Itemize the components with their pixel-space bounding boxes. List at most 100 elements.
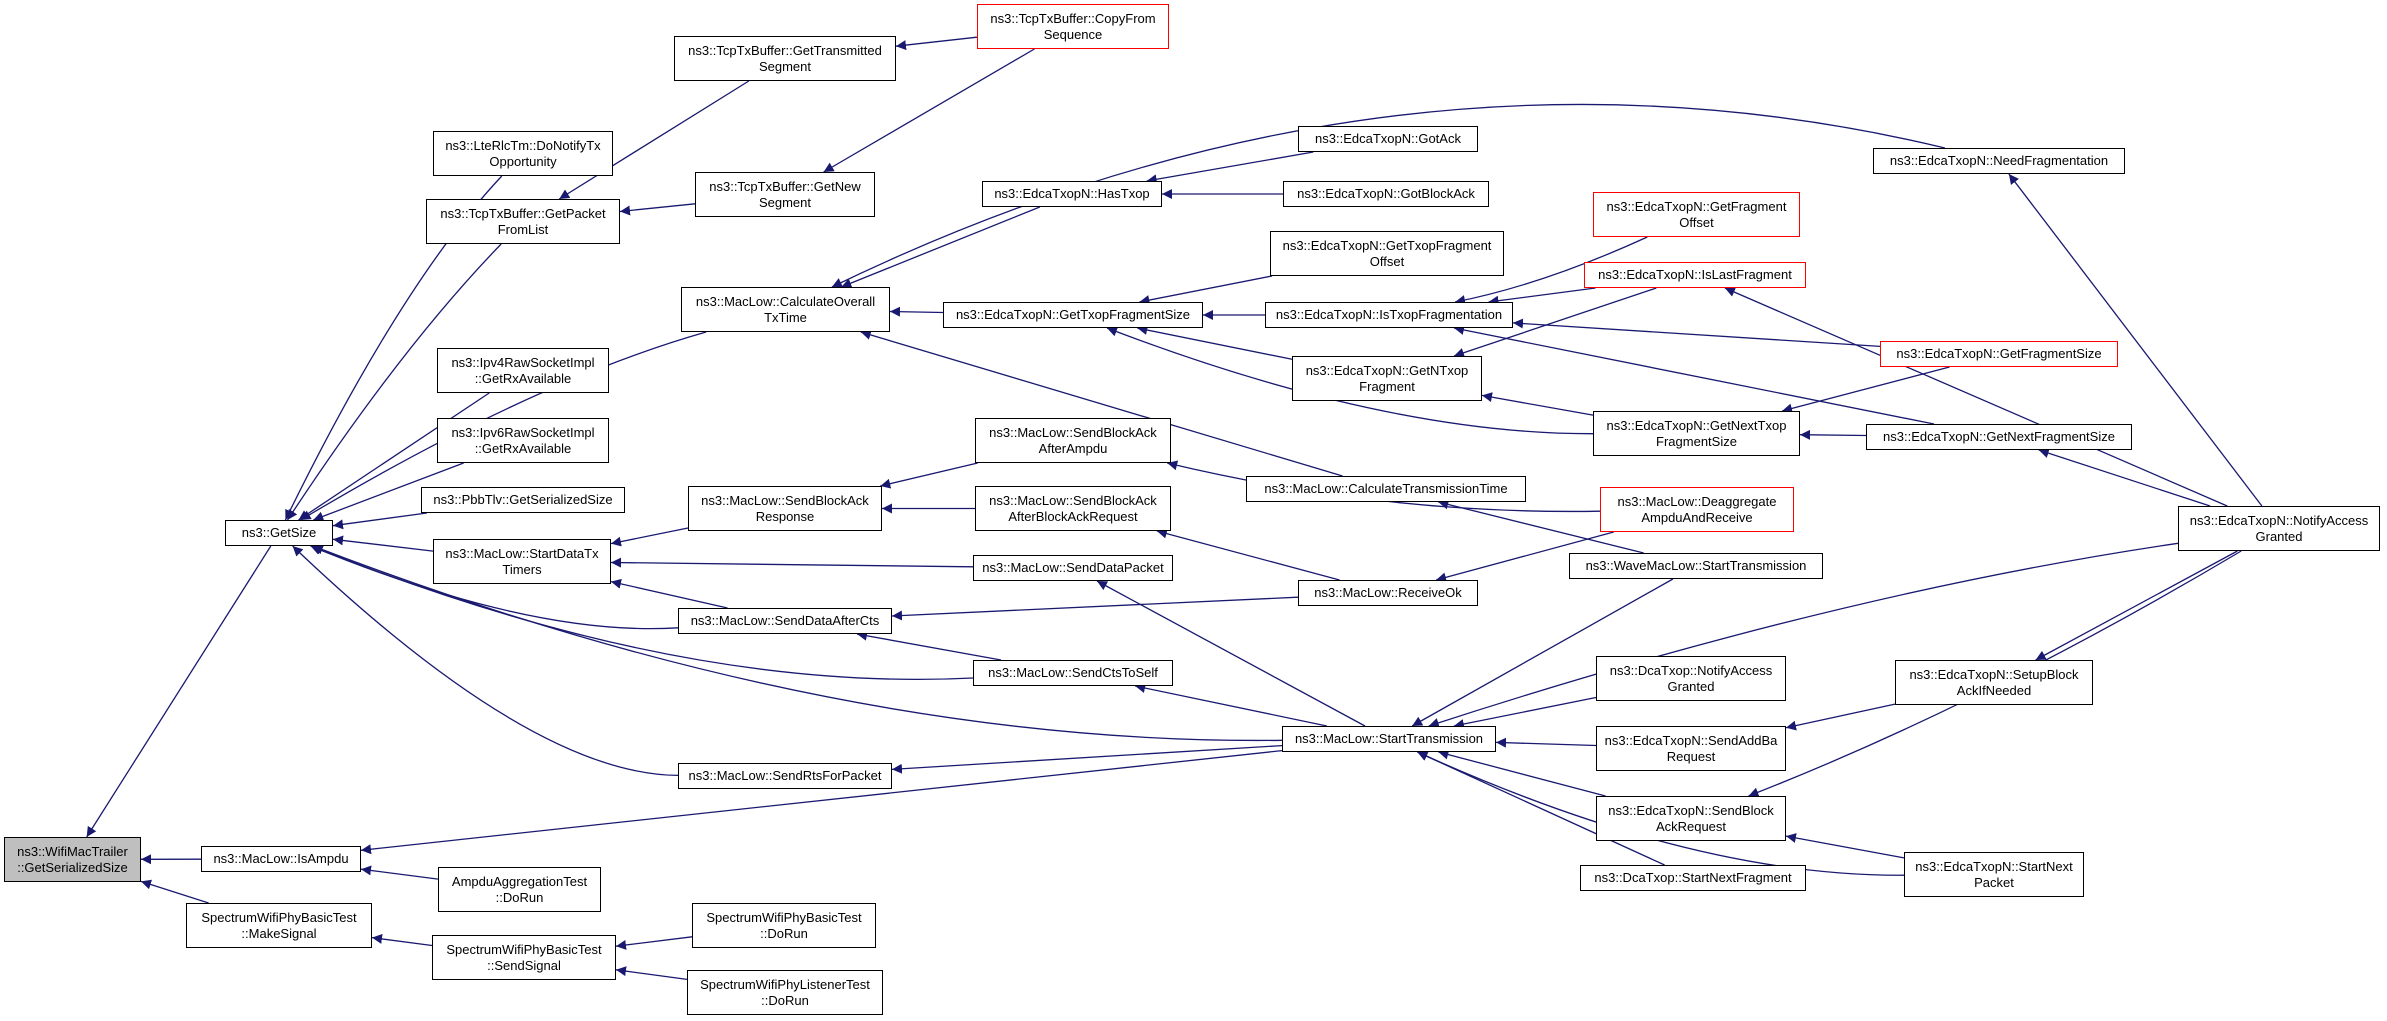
node-edcatxopn-getntxopfragment[interactable]: ns3::EdcaTxopN::GetNTxop Fragment: [1292, 356, 1482, 401]
edge-sendsignal-to-makesignal: [371, 933, 433, 947]
edge-getnextfragmentsize-to-getnexttxopfragmentsize: [1799, 429, 1867, 440]
node-ipv6rawsocketimpl-getrxavailable[interactable]: ns3::Ipv6RawSocketImpl ::GetRxAvailable: [437, 418, 609, 463]
node-edcatxopn-sendblockackrequest[interactable]: ns3::EdcaTxopN::SendBlock AckRequest: [1596, 796, 1786, 841]
node-maclow-sendctstoself[interactable]: ns3::MacLow::SendCtsToSelf: [973, 660, 1173, 686]
edge-tcpcopyfrom-to-tcpgetnew: [823, 48, 1035, 173]
edge-notifyaccessgranted-to-islastfragment: [1724, 287, 2228, 507]
edge-sendctstoself-to-getsize: [311, 545, 974, 680]
node-maclow-calculatetransmissiontime[interactable]: ns3::MacLow::CalculateTransmissionTime: [1246, 476, 1526, 502]
node-edcatxopn-needfragmentation[interactable]: ns3::EdcaTxopN::NeedFragmentation: [1873, 148, 2125, 174]
node-tcptxbuffer-gettransmittedsegment[interactable]: ns3::TcpTxBuffer::GetTransmitted Segment: [674, 36, 896, 81]
node-lterlctm-donotifytxopportunity[interactable]: ns3::LteRlcTm::DoNotifyTx Opportunity: [433, 131, 613, 176]
edge-ampdutest-to-isampdu: [360, 865, 439, 880]
edge-senddataaftercts-to-startdatatx: [610, 578, 728, 609]
node-maclow-senddatapacket[interactable]: ns3::MacLow::SendDataPacket: [973, 555, 1173, 581]
node-edcatxopn-notifyaccessgranted[interactable]: ns3::EdcaTxopN::NotifyAccess Granted: [2178, 506, 2380, 551]
node-maclow-receiveok[interactable]: ns3::MacLow::ReceiveOk: [1298, 580, 1478, 606]
edge-getfragmentoffset-to-istxopfragmentation: [1454, 236, 1648, 305]
node-tcptxbuffer-copyfromsequence[interactable]: ns3::TcpTxBuffer::CopyFrom Sequence: [977, 4, 1169, 49]
node-spectrum-basictest-dorun[interactable]: SpectrumWifiPhyBasicTest ::DoRun: [692, 903, 876, 948]
node-edcatxopn-gotblockack[interactable]: ns3::EdcaTxopN::GotBlockAck: [1283, 181, 1489, 207]
edge-starttransmission-to-getsize: [312, 544, 1283, 742]
edge-tcpgettransmitted-to-tcpgetpacket: [558, 80, 750, 200]
node-edcatxopn-gotack[interactable]: ns3::EdcaTxopN::GotAck: [1298, 126, 1478, 152]
node-dcatxop-notifyaccessgranted[interactable]: ns3::DcaTxop::NotifyAccess Granted: [1596, 656, 1786, 701]
node-spectrum-sendsignal[interactable]: SpectrumWifiPhyBasicTest ::SendSignal: [432, 935, 616, 980]
node-edcatxopn-getfragmentoffset[interactable]: ns3::EdcaTxopN::GetFragment Offset: [1593, 192, 1800, 237]
edge-hastxop-to-calcoverall: [841, 206, 1041, 288]
node-edcatxopn-startnextpacket[interactable]: ns3::EdcaTxopN::StartNext Packet: [1904, 852, 2084, 897]
edge-tcpgetpacket-to-getsize: [286, 243, 502, 521]
node-maclow-starttransmission[interactable]: ns3::MacLow::StartTransmission: [1282, 726, 1496, 752]
node-wavemaclow-starttransmission[interactable]: ns3::WaveMacLow::StartTransmission: [1569, 553, 1823, 579]
node-maclow-sendrtsforpacket[interactable]: ns3::MacLow::SendRtsForPacket: [678, 763, 892, 789]
node-getsize[interactable]: ns3::GetSize: [225, 520, 333, 546]
node-edcatxopn-setupblockackifneeded[interactable]: ns3::EdcaTxopN::SetupBlock AckIfNeeded: [1895, 660, 2093, 705]
edge-startnextpacket-to-sendblockackrequest: [1785, 832, 1905, 859]
edge-getfragmentsize-to-istxopfragmentation: [1512, 318, 1881, 348]
node-spectrum-makesignal[interactable]: SpectrumWifiPhyBasicTest ::MakeSignal: [186, 903, 372, 948]
edge-wavestarttransmission-to-starttransmission: [1411, 578, 1674, 727]
node-tcptxbuffer-getnewsegment[interactable]: ns3::TcpTxBuffer::GetNew Segment: [695, 172, 875, 217]
node-maclow-startdatatxtimers[interactable]: ns3::MacLow::StartDataTx Timers: [433, 539, 611, 584]
edge-getnexttxopfragmentsize-to-gettxopfragmentsize: [1106, 326, 1594, 435]
edge-getfragmentsize-to-getnexttxopfragmentsize: [1781, 366, 1950, 414]
node-maclow-calculateoveralltxtime[interactable]: ns3::MacLow::CalculateOverall TxTime: [681, 287, 890, 332]
edge-calcoverall-to-getsize: [300, 331, 707, 521]
node-edcatxopn-hastxop[interactable]: ns3::EdcaTxopN::HasTxop: [982, 181, 1162, 207]
node-edcatxopn-islastfragment[interactable]: ns3::EdcaTxopN::IsLastFragment: [1584, 262, 1806, 288]
node-maclow-deaggregateampduandreceive[interactable]: ns3::MacLow::Deaggregate AmpduAndReceive: [1600, 487, 1794, 532]
edge-calctransmissiontime-to-calcoverall: [860, 330, 1343, 477]
edge-wavestarttransmission-to-calctransmissiontime: [1438, 499, 1644, 554]
edge-notifyaccessgranted-to-needfragmentation: [2008, 173, 2263, 507]
node-wifimactrailer-getserializedsize: ns3::WifiMacTrailer ::GetSerializedSize: [4, 837, 141, 882]
node-maclow-senddataaftercts[interactable]: ns3::MacLow::SendDataAfterCts: [678, 608, 892, 634]
node-maclow-sendblockackresponse[interactable]: ns3::MacLow::SendBlockAck Response: [688, 486, 882, 531]
node-edcatxopn-sendaddbarequest[interactable]: ns3::EdcaTxopN::SendAddBa Request: [1596, 726, 1786, 771]
edge-ipv6raw-to-getsize: [313, 462, 464, 522]
edge-getsize-to-wifimactrailer: [86, 545, 272, 838]
node-ipv4rawsocketimpl-getrxavailable[interactable]: ns3::Ipv4RawSocketImpl ::GetRxAvailable: [437, 348, 609, 393]
edge-needfragmentation-to-calcoverall: [831, 103, 1946, 288]
node-edcatxopn-gettxopfragmentoffset[interactable]: ns3::EdcaTxopN::GetTxopFragment Offset: [1270, 231, 1504, 276]
edge-notifyaccessgranted-to-setupblockack: [2035, 550, 2238, 661]
edge-getnexttxopfragmentsize-to-getntxopfragment: [1481, 392, 1594, 416]
node-edcatxopn-getnextfragmentsize[interactable]: ns3::EdcaTxopN::GetNextFragmentSize: [1866, 424, 2132, 450]
edge-starttransmission-to-sendrtsforpacket: [891, 744, 1283, 774]
edge-sendaddba-to-starttransmission: [1495, 737, 1597, 748]
edge-setupblockack-to-sendaddba: [1785, 703, 1896, 731]
edge-islastfragment-to-istxopfragmentation: [1488, 287, 1596, 306]
edge-getnextfragmentsize-to-istxopfragmentation: [1453, 325, 1935, 425]
edge-tcpgetnew-to-tcpgetpacket: [619, 203, 696, 216]
node-dcatxop-startnextfragment[interactable]: ns3::DcaTxop::StartNextFragment: [1580, 865, 1806, 891]
edge-deaggregate-to-receiveok: [1435, 531, 1614, 583]
edge-startdatatx-to-getsize: [332, 535, 434, 552]
node-edcatxopn-getfragmentsize[interactable]: ns3::EdcaTxopN::GetFragmentSize: [1880, 341, 2118, 367]
node-ampduaggregationtest-dorun[interactable]: AmpduAggregationTest ::DoRun: [438, 867, 601, 912]
edge-basictestdorun-to-sendsignal: [615, 936, 693, 950]
node-pbbtlv-getserializedsize[interactable]: ns3::PbbTlv::GetSerializedSize: [421, 487, 625, 513]
node-maclow-sendblockackafterblockackrequest[interactable]: ns3::MacLow::SendBlockAck AfterBlockAckR…: [975, 486, 1171, 531]
node-maclow-isampdu[interactable]: ns3::MacLow::IsAmpdu: [201, 846, 361, 872]
edge-notifyaccessgranted-to-starttransmission: [1428, 542, 2179, 728]
edge-starttransmission-to-isampdu: [360, 749, 1283, 855]
edge-makesignal-to-wifimactrailer: [140, 879, 209, 904]
node-spectrum-listenertest-dorun[interactable]: SpectrumWifiPhyListenerTest ::DoRun: [687, 970, 883, 1015]
node-edcatxopn-istxopfragmentation[interactable]: ns3::EdcaTxopN::IsTxopFragmentation: [1265, 302, 1513, 328]
edge-gettxopfragmentsize-to-calcoverall: [889, 306, 944, 317]
node-edcatxopn-gettxopfragmentsize[interactable]: ns3::EdcaTxopN::GetTxopFragmentSize: [943, 302, 1203, 328]
edge-sendblockackrequest-to-starttransmission: [1438, 749, 1606, 797]
edge-listenertestdorun-to-sendsignal: [615, 966, 688, 981]
edge-gettxopfragmentoffset-to-gettxopfragmentsize: [1139, 275, 1273, 305]
edge-islastfragment-to-getntxopfragment: [1453, 287, 1657, 358]
node-maclow-sendblockackafterampdu[interactable]: ns3::MacLow::SendBlockAck AfterAmpdu: [975, 418, 1171, 463]
edge-startnextpacket-to-starttransmission: [1417, 751, 1905, 876]
node-edcatxopn-getnexttxopfragmentsize[interactable]: ns3::EdcaTxopN::GetNextTxop FragmentSize: [1593, 411, 1800, 456]
edge-pbbtlv-to-getsize: [332, 512, 427, 530]
edge-receiveok-to-senddataaftercts: [891, 596, 1299, 621]
edge-ipv4raw-to-getsize: [298, 392, 490, 521]
node-tcptxbuffer-getpacketfromlist[interactable]: ns3::TcpTxBuffer::GetPacket FromList: [426, 199, 620, 244]
edge-sendctstoself-to-senddataaftercts: [856, 630, 1002, 661]
